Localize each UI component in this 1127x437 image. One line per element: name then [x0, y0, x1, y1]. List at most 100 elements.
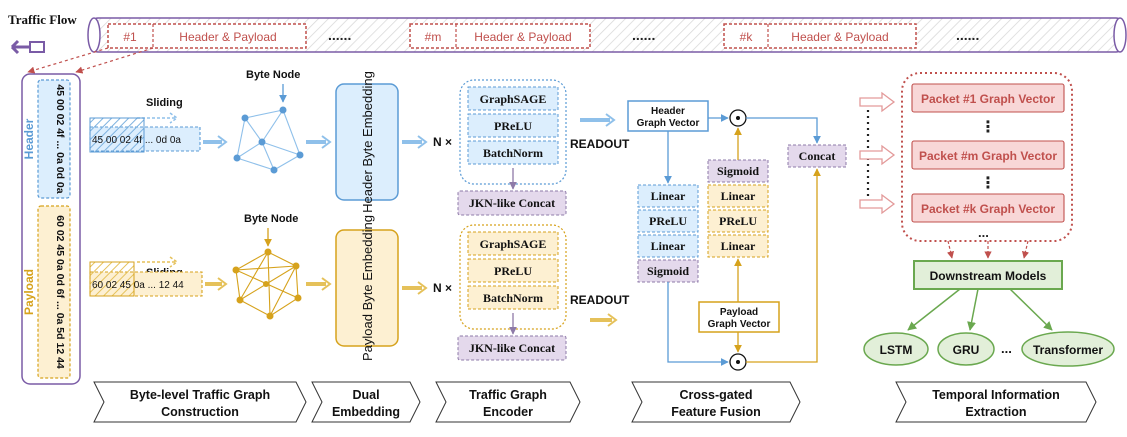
sliding-label-header: Sliding: [146, 97, 183, 109]
downstream-models: Downstream Models: [913, 260, 1063, 290]
header-embedding-label: Header Byte Embedding: [360, 71, 375, 213]
byte-node-label-payload: Byte Node: [244, 213, 298, 225]
packet-in-arrow: [859, 144, 896, 166]
graph-construction: Sliding 45 00 02 4f ... 0d 0a Byte Node: [89, 69, 332, 320]
packet-vdots: ⋮: [980, 119, 996, 136]
svg-text:Linear: Linear: [651, 239, 686, 253]
payload-jkn-concat: JKN-like Concat: [457, 335, 567, 361]
traffic-flow-pipe-right-end: [1113, 17, 1127, 53]
payload-encoder-layer: GraphSAGE: [467, 231, 559, 256]
header-embedding-box: [335, 83, 399, 201]
svg-text:Byte-level Traffic Graph: Byte-level Traffic Graph: [130, 388, 270, 402]
header-gate-to-concat: [746, 117, 821, 144]
flow-segment-content: Header & Payload: [179, 30, 276, 44]
flow-segment-content: Header & Payload: [791, 30, 888, 44]
flow-ellipsis: ......: [632, 27, 655, 43]
header-jkn-concat: JKN-like Concat: [457, 190, 567, 216]
flow-segment-id: #m: [425, 30, 442, 44]
packets-to-downstream-arrow: [947, 240, 955, 259]
payload-branch-layer: Linear: [707, 234, 769, 258]
header-encoder-layer: BatchNorm: [467, 140, 559, 165]
n-times-payload: N ×: [433, 281, 452, 295]
flow-segment: #k Header & Payload: [723, 23, 917, 49]
svg-text:PReLU: PReLU: [494, 119, 532, 133]
packet-bytes: 45 00 02 4f ... 0a 0d 0a Header 60 02 45…: [21, 73, 81, 385]
svg-text:Cross-gated: Cross-gated: [680, 388, 753, 402]
svg-text:Sigmoid: Sigmoid: [717, 164, 759, 178]
svg-text:Traffic Graph: Traffic Graph: [469, 388, 547, 402]
concat-box: Concat: [787, 144, 847, 168]
packet-graph-vector: Packet #m Graph Vector: [911, 140, 1065, 170]
header-sigmoid: Sigmoid: [637, 259, 699, 283]
traffic-flow-arrow-tail: [29, 41, 45, 53]
svg-text:Extraction: Extraction: [965, 405, 1026, 419]
n-times-header: N ×: [433, 135, 452, 149]
header-sigmoid-to-payload-gate: [667, 282, 729, 366]
header-bytes-box: [37, 79, 71, 199]
stage-label: Byte-level Traffic Graph Construction: [93, 381, 307, 423]
packet-more: ...: [978, 225, 989, 240]
traffic-flow-direction-arrow: [10, 39, 30, 55]
flow-segment-content: Header & Payload: [474, 30, 571, 44]
header-bytes: 45 00 02 4f ... 0a 0d 0a: [54, 84, 66, 193]
packet-graph-vector: Packet #1 Graph Vector: [911, 83, 1065, 113]
payload-gate-to-concat: [746, 168, 821, 363]
svg-text:JKN-like Concat: JKN-like Concat: [469, 196, 555, 210]
packet-vdots: ⋮: [980, 175, 996, 192]
sliding-arrow-payload: [137, 256, 179, 268]
downstream-to-lstm: [907, 288, 961, 331]
payload-window-bytes: 60 02 45 0a ... 12 44: [92, 280, 184, 291]
svg-text:Concat: Concat: [799, 149, 836, 163]
svg-text:Temporal Information: Temporal Information: [932, 388, 1060, 402]
model-transformer: Transformer: [1021, 331, 1115, 367]
svg-text:JKN-like Concat: JKN-like Concat: [469, 341, 555, 355]
model-gru: GRU: [937, 332, 995, 366]
packet-graph-vector: Packet #k Graph Vector: [911, 193, 1065, 223]
svg-text:PReLU: PReLU: [494, 264, 532, 278]
downstream-to-transformer: [1009, 288, 1053, 331]
svg-text:Downstream Models: Downstream Models: [930, 269, 1047, 283]
svg-text:Encoder: Encoder: [483, 405, 533, 419]
packet-in-arrow: [859, 91, 896, 113]
zoom-line-left: [27, 47, 109, 74]
payload-side-label: Payload: [22, 269, 36, 315]
svg-text:PReLU: PReLU: [719, 214, 757, 228]
stage-label: Dual Embedding: [311, 381, 421, 423]
downstream-to-gru: [967, 288, 979, 331]
svg-text:BatchNorm: BatchNorm: [483, 146, 543, 160]
traffic-graph-encoder: N × GraphSAGE PReLU BatchNorm JKN-like C…: [433, 79, 630, 361]
payload-branch-layer: Linear: [707, 184, 769, 208]
header-encoder-layer: PReLU: [467, 113, 559, 138]
svg-text:GraphSAGE: GraphSAGE: [480, 237, 547, 251]
svg-text:Embedding: Embedding: [332, 405, 400, 419]
flow-segment-id: #1: [123, 30, 137, 44]
flow-segment-id: #k: [740, 30, 754, 44]
model-lstm: LSTM: [863, 332, 929, 366]
flow-segment: #m Header & Payload: [409, 23, 591, 49]
temporal-extraction: Packet #1 Graph Vector ⋮ Packet #m Graph…: [859, 72, 1115, 367]
traffic-flow-label: Traffic Flow: [8, 12, 77, 27]
payload-bytes: 60 02 45 0a 0d 6f ... 0a 5d 12 44: [54, 215, 66, 369]
packet-vectors-group: [901, 72, 1073, 242]
packets-to-downstream-arrow: [1021, 240, 1029, 259]
svg-text:Sigmoid: Sigmoid: [647, 264, 689, 278]
svg-text:Transformer: Transformer: [1033, 343, 1103, 357]
models-ellipsis: ...: [1001, 341, 1012, 356]
svg-text:BatchNorm: BatchNorm: [483, 291, 543, 305]
payload-sigmoid: Sigmoid: [707, 159, 769, 183]
svg-text:LSTM: LSTM: [880, 343, 913, 357]
payload-bytes-box: [37, 205, 71, 379]
zoom-line-right: [75, 47, 154, 74]
header-sliding-window: [89, 117, 145, 153]
payload-encoder-layer: PReLU: [467, 258, 559, 283]
header-byte-graph: [233, 106, 304, 174]
payload-encoder-layer: BatchNorm: [467, 285, 559, 310]
svg-text:Linear: Linear: [651, 189, 686, 203]
flow-segment: #1 Header & Payload: [107, 23, 307, 49]
svg-text:GRU: GRU: [953, 343, 980, 357]
traffic-flow-pipe-end: [87, 17, 101, 53]
